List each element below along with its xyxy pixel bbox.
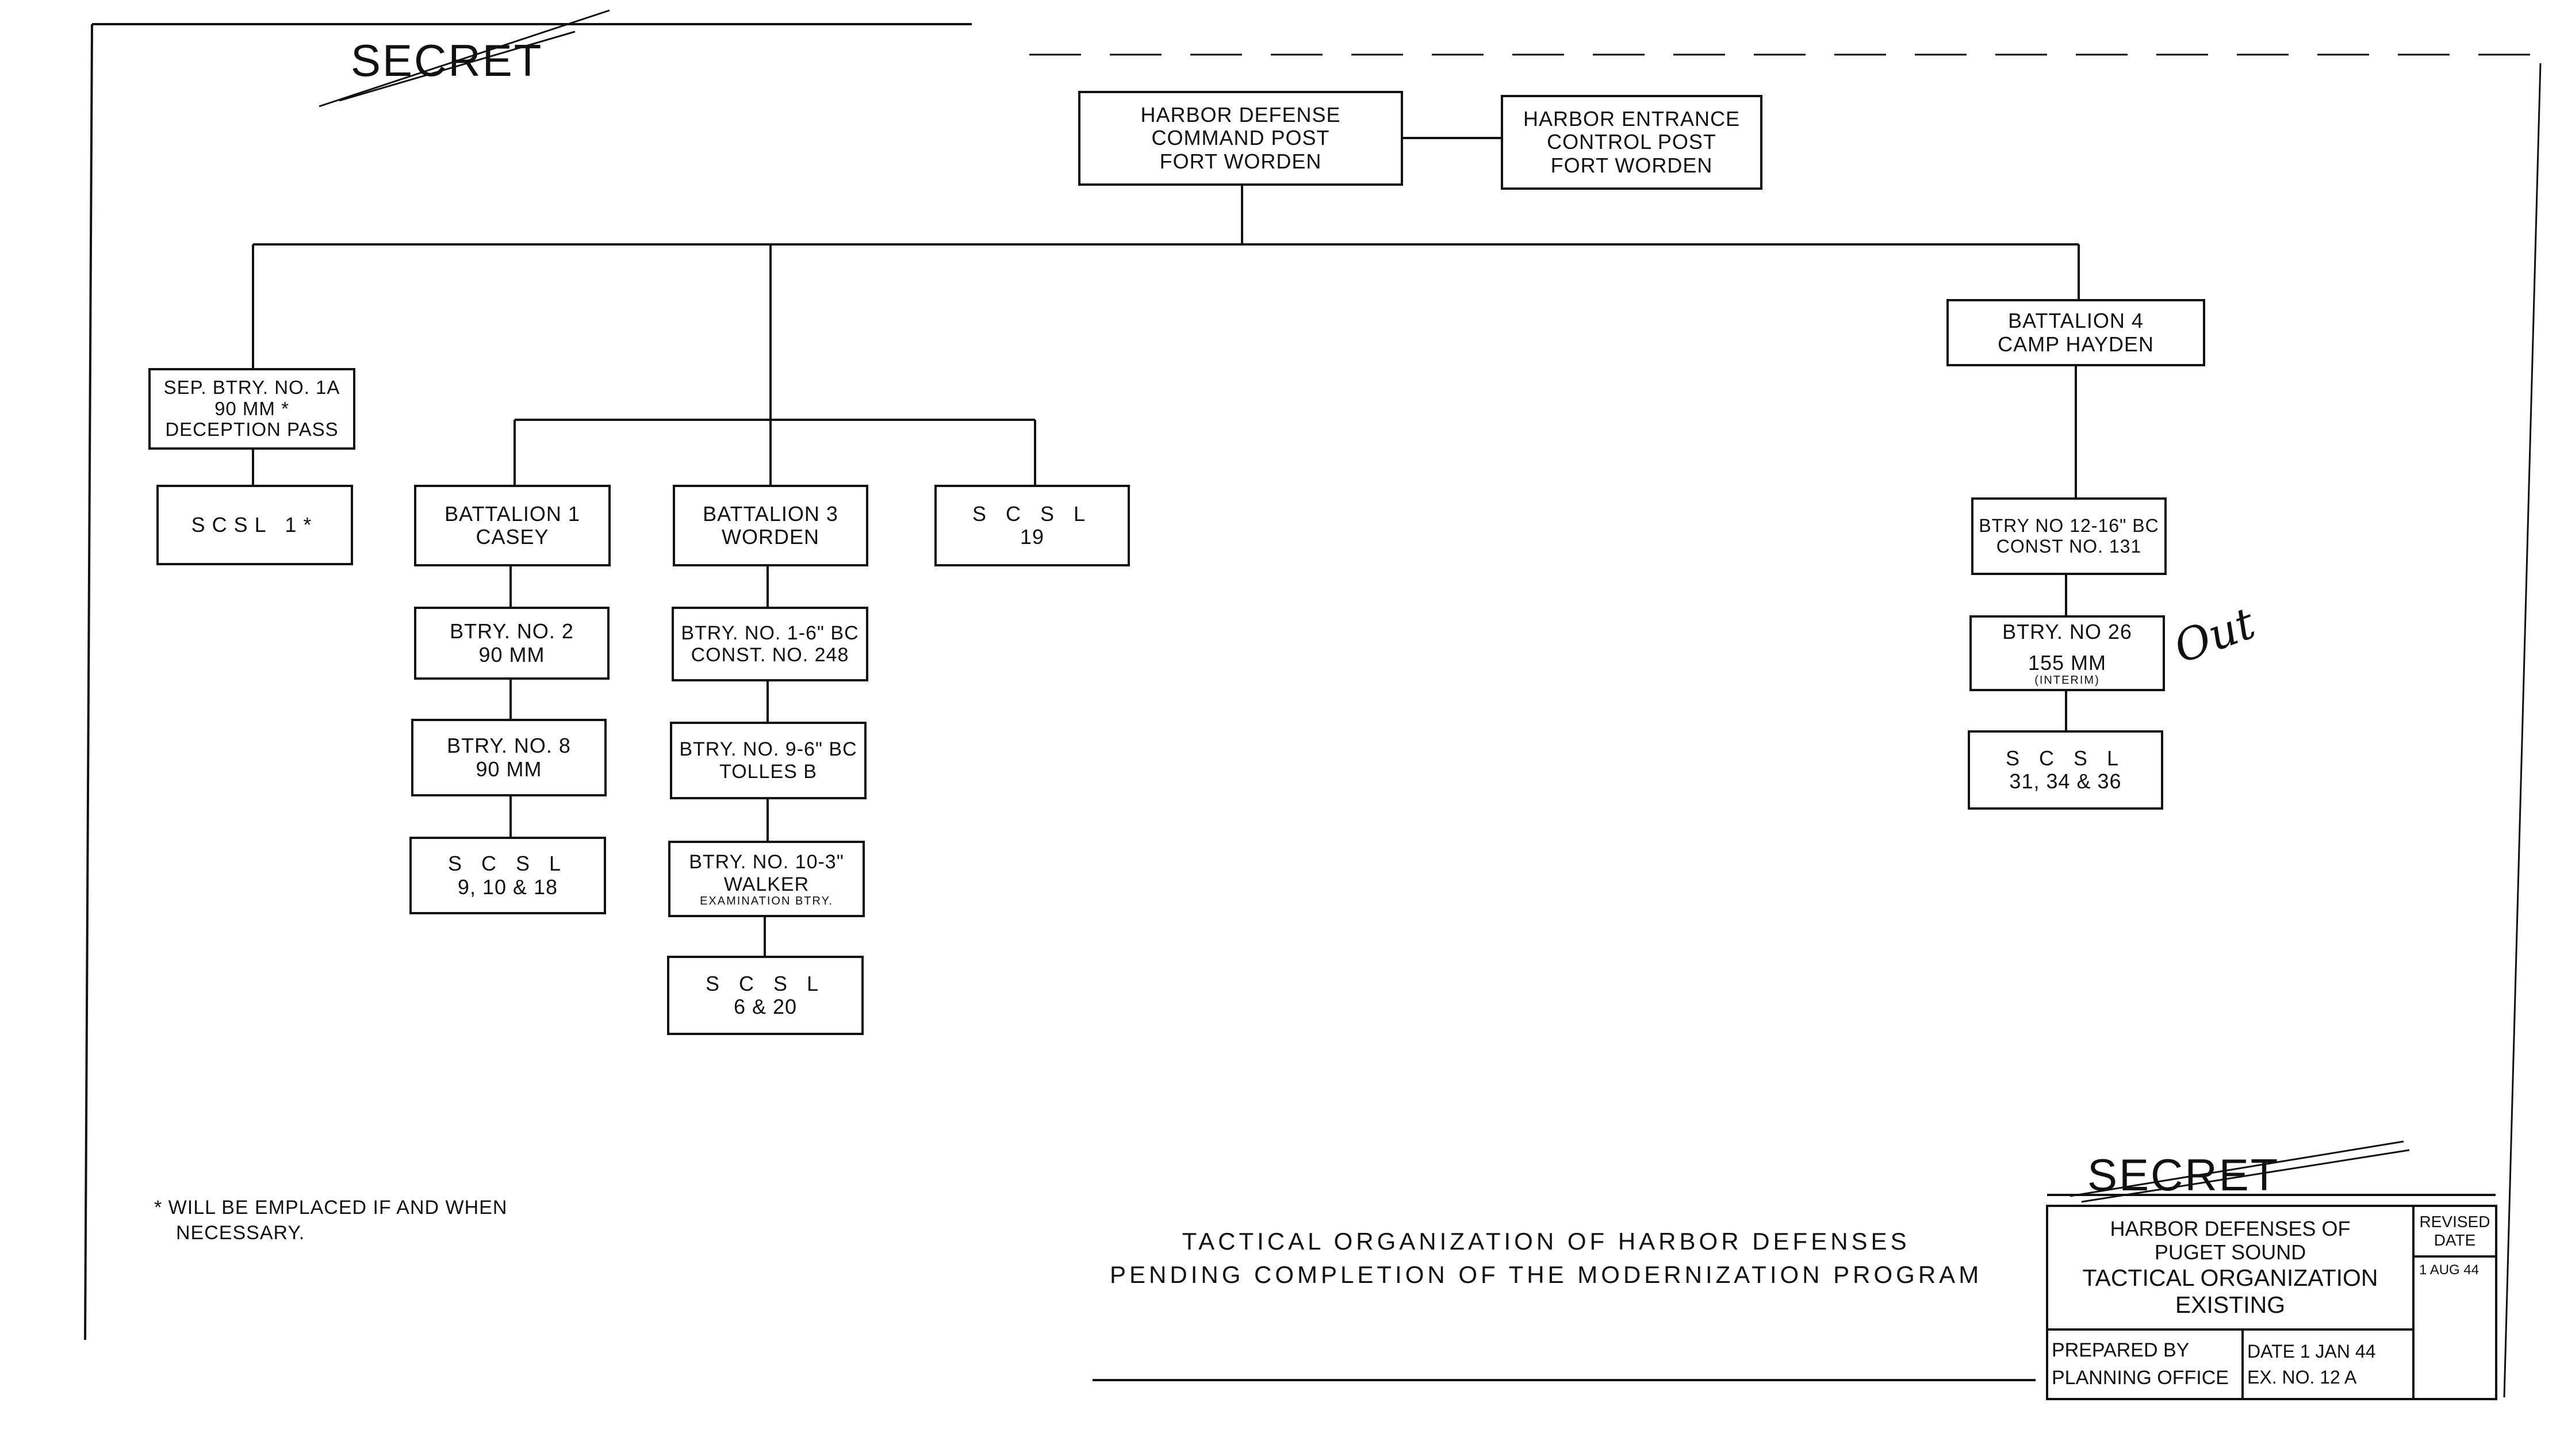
classification-stamp-top: SECRET bbox=[351, 35, 543, 86]
node-line: SEP. BTRY. NO. 1A bbox=[163, 376, 340, 398]
node-line: HARBOR ENTRANCE bbox=[1523, 107, 1741, 131]
node-line: 155 MM bbox=[2028, 651, 2107, 675]
node-line: 6 & 20 bbox=[733, 995, 798, 1018]
node-subline: (INTERIM) bbox=[2034, 674, 2100, 687]
revised-label-line: REVISED bbox=[2419, 1212, 2490, 1231]
footnote: * WILL BE EMPLACED IF AND WHEN NECESSARY… bbox=[154, 1195, 507, 1246]
caption-line: TACTICAL ORGANIZATION OF HARBOR DEFENSES bbox=[1182, 1228, 1910, 1255]
node-line: S C S L bbox=[447, 852, 568, 876]
node-scsl-31-34-36: S C S L 31, 34 & 36 bbox=[1968, 730, 2163, 810]
node-line: DECEPTION PASS bbox=[165, 419, 339, 440]
title-line: TACTICAL ORGANIZATION bbox=[2082, 1264, 2378, 1291]
node-battalion-4: BATTALION 4 CAMP HAYDEN bbox=[1946, 299, 2205, 366]
prepared-by: PREPARED BY PLANNING OFFICE bbox=[2048, 1331, 2244, 1398]
node-battalion-1: BATTALION 1 CASEY bbox=[414, 485, 611, 566]
node-battalion-3: BATTALION 3 WORDEN bbox=[673, 485, 868, 566]
node-line: CASEY bbox=[476, 525, 549, 549]
node-line: FORT WORDEN bbox=[1159, 149, 1322, 173]
node-line: CONTROL POST bbox=[1547, 130, 1716, 154]
date-and-exhibit: DATE 1 JAN 44 EX. NO. 12 A bbox=[2244, 1331, 2415, 1398]
title-line: EXISTING bbox=[2175, 1291, 2286, 1318]
node-line: BTRY. NO. 1-6" BC bbox=[681, 622, 859, 644]
node-line: BTRY. NO. 9-6" BC bbox=[679, 738, 857, 761]
revised-label-line: DATE bbox=[2433, 1231, 2476, 1249]
node-line: 90 MM bbox=[478, 642, 545, 666]
node-subline: EXAMINATION BTRY. bbox=[700, 894, 833, 907]
node-line: 90 MM bbox=[476, 757, 542, 781]
node-line: COMMAND POST bbox=[1151, 126, 1330, 150]
node-scsl-19: S C S L 19 bbox=[934, 485, 1130, 566]
node-btry-12: BTRY NO 12-16" BC CONST NO. 131 bbox=[1971, 497, 2167, 575]
node-scsl-6-20: S C S L 6 & 20 bbox=[667, 956, 864, 1035]
title-line: PUGET SOUND bbox=[2154, 1240, 2306, 1265]
revised-value-text: 1 AUG 44 bbox=[2419, 1262, 2479, 1278]
node-btry-9: BTRY. NO. 9-6" BC TOLLES B bbox=[670, 722, 867, 799]
node-btry-2: BTRY. NO. 2 90 MM bbox=[414, 607, 610, 680]
title-line: HARBOR DEFENSES OF bbox=[2110, 1216, 2351, 1240]
node-line: BTRY. NO. 2 bbox=[450, 619, 574, 643]
node-line: WORDEN bbox=[722, 525, 819, 549]
node-line: 31, 34 & 36 bbox=[2009, 769, 2122, 793]
footnote-line: NECESSARY. bbox=[176, 1222, 305, 1244]
diagram-caption: TACTICAL ORGANIZATION OF HARBOR DEFENSES… bbox=[1110, 1228, 1982, 1289]
node-line: 9, 10 & 18 bbox=[457, 875, 558, 899]
revised-date-label: REVISED DATE bbox=[2415, 1207, 2495, 1258]
node-line: S C S L bbox=[972, 501, 1093, 526]
prepared-line: PLANNING OFFICE bbox=[2052, 1366, 2229, 1389]
node-line: TOLLES B bbox=[719, 760, 817, 783]
node-harbor-entrance-control-post: HARBOR ENTRANCE CONTROL POST FORT WORDEN bbox=[1501, 95, 1762, 190]
node-line: BTRY. NO. 8 bbox=[447, 734, 571, 758]
title-block: HARBOR DEFENSES OF PUGET SOUND TACTICAL … bbox=[2046, 1205, 2497, 1400]
node-line: BTRY. NO 26 bbox=[2002, 619, 2132, 643]
revised-date-value: 1 AUG 44 bbox=[2415, 1258, 2495, 1292]
node-line: CONST NO. 131 bbox=[1996, 535, 2142, 557]
exhibit-number: EX. NO. 12 A bbox=[2247, 1366, 2357, 1388]
node-btry-26: BTRY. NO 26 155 MM (INTERIM) bbox=[1969, 615, 2165, 691]
node-btry-8: BTRY. NO. 8 90 MM bbox=[411, 719, 607, 796]
node-line: BATTALION 4 bbox=[2008, 309, 2144, 333]
node-btry-10: BTRY. NO. 10-3" WALKER EXAMINATION BTRY. bbox=[668, 841, 865, 917]
date-line: DATE 1 JAN 44 bbox=[2247, 1340, 2376, 1362]
node-line: BATTALION 3 bbox=[703, 501, 838, 526]
caption-line: PENDING COMPLETION OF THE MODERNIZATION … bbox=[1110, 1261, 1983, 1288]
node-scsl-1: SCSL 1* bbox=[156, 485, 353, 565]
node-line: FORT WORDEN bbox=[1550, 153, 1713, 177]
node-line: CONST. NO. 248 bbox=[691, 644, 849, 666]
node-line: S C S L bbox=[2005, 746, 2126, 770]
node-line: CAMP HAYDEN bbox=[1998, 332, 2154, 356]
node-scsl-9-10-18: S C S L 9, 10 & 18 bbox=[409, 837, 606, 914]
node-hd-command-post: HARBOR DEFENSE COMMAND POST FORT WORDEN bbox=[1078, 91, 1403, 186]
node-line: BTRY NO 12-16" BC bbox=[1979, 515, 2159, 536]
node-line: WALKER bbox=[723, 873, 810, 895]
footnote-line: * WILL BE EMPLACED IF AND WHEN bbox=[154, 1197, 508, 1219]
node-line: HARBOR DEFENSE bbox=[1140, 103, 1341, 127]
node-line: SCSL 1* bbox=[191, 512, 319, 537]
node-line: BATTALION 1 bbox=[444, 501, 580, 526]
node-line: 90 MM * bbox=[214, 397, 289, 419]
node-btry-1: BTRY. NO. 1-6" BC CONST. NO. 248 bbox=[672, 607, 868, 681]
node-line: BTRY. NO. 10-3" bbox=[689, 851, 844, 873]
title-block-title: HARBOR DEFENSES OF PUGET SOUND TACTICAL … bbox=[2048, 1207, 2415, 1331]
node-line: 19 bbox=[1020, 525, 1045, 549]
classification-stamp-bottom: SECRET bbox=[2087, 1150, 2280, 1200]
node-sep-btry-1a: SEP. BTRY. NO. 1A 90 MM * DECEPTION PASS bbox=[148, 368, 355, 450]
node-line: S C S L bbox=[705, 971, 826, 995]
prepared-line: PREPARED BY bbox=[2052, 1339, 2190, 1362]
